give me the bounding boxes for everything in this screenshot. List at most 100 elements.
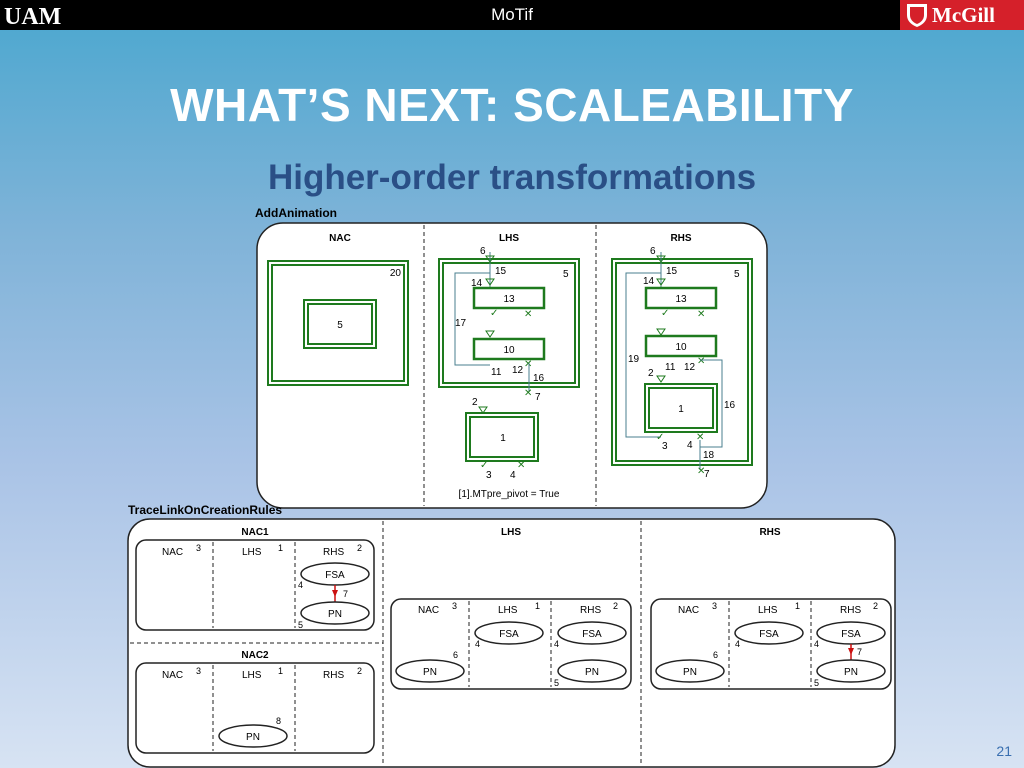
cross-icon: ✕ bbox=[696, 432, 704, 443]
rhs-n11: 11 bbox=[665, 362, 676, 373]
trace-rhs-rhs-number: 2 bbox=[873, 601, 878, 611]
trace-lhs-label: LHS bbox=[501, 527, 521, 538]
pn-node bbox=[655, 659, 725, 683]
trace-lhs-rhs-number: 2 bbox=[613, 601, 618, 611]
trace-lhs-n4b: 4 bbox=[554, 639, 559, 649]
rhs-node-13 bbox=[644, 286, 718, 310]
cross-icon: ✕ bbox=[524, 309, 532, 320]
rhs-n18: 18 bbox=[703, 450, 715, 461]
rhs-n3: 3 bbox=[662, 441, 668, 452]
rhs-label: RHS bbox=[670, 233, 691, 244]
trace-rhs-fsa2: FSA bbox=[841, 629, 861, 640]
lhs-n6: 6 bbox=[480, 246, 486, 257]
trace-lhs-pn1: PN bbox=[423, 667, 437, 678]
check-icon: ✓ bbox=[480, 460, 488, 471]
nac1-nac-label: NAC bbox=[162, 547, 183, 558]
rhs-n15: 15 bbox=[666, 266, 678, 277]
trace-rhs-fsa1: FSA bbox=[759, 629, 779, 640]
lhs-node-10 bbox=[472, 337, 546, 361]
pn-node bbox=[557, 659, 627, 683]
rhs-n6: 6 bbox=[650, 246, 656, 257]
rhs-n4: 4 bbox=[687, 440, 693, 451]
nac2-pn: PN bbox=[246, 732, 260, 743]
trace-lhs-nac-number: 3 bbox=[452, 601, 457, 611]
cross-icon: ✕ bbox=[524, 359, 532, 370]
trace-rhs-lhs-number: 1 bbox=[795, 601, 800, 611]
nac1-n4: 4 bbox=[298, 580, 303, 590]
fsa-node bbox=[557, 621, 627, 645]
shield-icon bbox=[907, 4, 927, 27]
lhs-n2: 2 bbox=[472, 397, 478, 408]
lhs-label: LHS bbox=[499, 233, 519, 244]
pivot-constraint: [1].MTpre_pivot = True bbox=[459, 489, 560, 500]
lhs-n1: 1 bbox=[500, 433, 506, 444]
trace-rhs-nac-number: 3 bbox=[712, 601, 717, 611]
pn-node bbox=[816, 659, 886, 683]
rhs-n19: 19 bbox=[628, 354, 640, 365]
rhs-n2: 2 bbox=[648, 368, 654, 379]
top-bar: UAM MoTif McGill bbox=[0, 0, 1024, 30]
slide-title: WHAT’S NEXT: SCALEABILITY bbox=[170, 79, 854, 131]
rhs-n5: 5 bbox=[734, 269, 740, 280]
fsa-node bbox=[474, 621, 544, 645]
trace-link-title: TraceLinkOnCreationRules bbox=[128, 503, 282, 517]
trace-lhs-lhs-label: LHS bbox=[498, 605, 518, 616]
trace-rhs-rule-box bbox=[650, 598, 892, 690]
nac2-nac-number: 3 bbox=[196, 666, 201, 676]
rhs-arrow bbox=[656, 375, 666, 383]
trace-lhs-n6: 6 bbox=[453, 650, 458, 660]
nac1-rhs-label: RHS bbox=[323, 547, 344, 558]
rhs-arrow bbox=[656, 328, 666, 336]
trace-rhs-n4a: 4 bbox=[735, 639, 740, 649]
rhs-n14: 14 bbox=[643, 276, 655, 287]
lhs-arrow bbox=[485, 330, 495, 338]
nac2-nac-label: NAC bbox=[162, 670, 183, 681]
trace-rhs-pn1: PN bbox=[683, 667, 697, 678]
rhs-n13: 13 bbox=[675, 294, 687, 305]
nac2-rule-box bbox=[135, 662, 375, 754]
trace-rhs-n7: 7 bbox=[857, 647, 862, 657]
lhs-n4: 4 bbox=[510, 470, 516, 481]
nac-outer-number: 20 bbox=[390, 268, 402, 279]
lhs-n7: 7 bbox=[535, 392, 541, 403]
mcgill-logo: McGill bbox=[900, 0, 1024, 30]
nac2-label: NAC2 bbox=[241, 650, 269, 661]
trace-lhs-fsa2: FSA bbox=[582, 629, 602, 640]
nac1-n7: 7 bbox=[343, 589, 348, 599]
nac1-rule-box bbox=[135, 539, 375, 631]
slide-subtitle: Higher-order transformations bbox=[267, 158, 757, 197]
app-title: MoTif bbox=[491, 5, 533, 24]
cross-icon: ✕ bbox=[697, 466, 705, 477]
check-icon: ✓ bbox=[661, 308, 669, 319]
rhs-link bbox=[700, 359, 723, 448]
lhs-n3: 3 bbox=[486, 470, 492, 481]
trace-link-panel bbox=[127, 518, 896, 768]
nac1-nac-number: 3 bbox=[196, 543, 201, 553]
trace-lhs-pn2: PN bbox=[585, 667, 599, 678]
trace-lhs-n5: 5 bbox=[554, 678, 559, 688]
trace-lhs-lhs-number: 1 bbox=[535, 601, 540, 611]
nac1-n5: 5 bbox=[298, 620, 303, 630]
trace-lhs-rhs-label: RHS bbox=[580, 605, 601, 616]
rhs-link bbox=[625, 272, 661, 438]
trace-link-marker bbox=[848, 648, 854, 655]
nac2-rhs-number: 2 bbox=[357, 666, 362, 676]
trace-rhs-label: RHS bbox=[759, 527, 780, 538]
trace-link-marker bbox=[332, 590, 338, 597]
nac1-rhs-number: 2 bbox=[357, 543, 362, 553]
nac2-rhs-label: RHS bbox=[323, 670, 344, 681]
trace-lhs-rule-box bbox=[390, 598, 632, 690]
trace-rhs-rhs-label: RHS bbox=[840, 605, 861, 616]
lhs-link bbox=[454, 272, 490, 366]
lhs-n14: 14 bbox=[471, 278, 483, 289]
lhs-node-13 bbox=[472, 286, 546, 310]
rhs-container-box bbox=[611, 258, 753, 466]
lhs-n16: 16 bbox=[533, 373, 545, 384]
lhs-node-1 bbox=[465, 412, 539, 462]
lhs-container-box bbox=[438, 258, 580, 388]
nac-inner-box bbox=[303, 299, 377, 349]
cross-icon: ✕ bbox=[697, 309, 705, 320]
add-animation-title: AddAnimation bbox=[255, 206, 337, 220]
trace-lhs-n4a: 4 bbox=[475, 639, 480, 649]
